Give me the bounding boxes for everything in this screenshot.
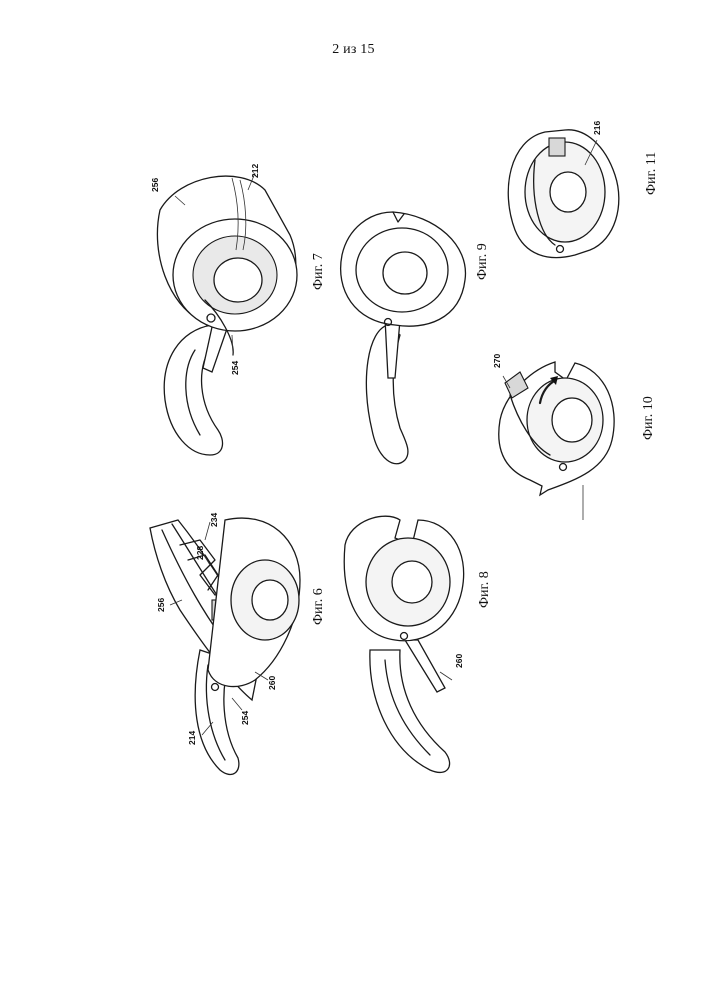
fig6-label-256: 256: [156, 598, 166, 612]
fig6-label-234: 234: [209, 513, 219, 527]
fig7-label-254: 254: [230, 361, 240, 375]
fig10-label-270: 270: [492, 354, 502, 368]
figure-11-drawing: [508, 130, 619, 258]
figure-9-drawing: [341, 212, 466, 464]
fig6-caption: Фиг. 6: [311, 588, 326, 625]
fig6-label-254: 254: [240, 711, 250, 725]
fig9-caption: Фиг. 9: [475, 243, 490, 280]
figure-10-drawing: [499, 362, 614, 520]
figure-7-drawing: [157, 173, 297, 455]
figure-6-drawing: [150, 518, 300, 774]
fig7-caption: Фиг. 7: [311, 253, 326, 290]
fig11-caption: Фиг. 11: [644, 152, 659, 195]
fig6-label-214: 214: [187, 731, 197, 745]
fig8-caption: Фиг. 8: [477, 571, 492, 608]
fig7-label-256: 256: [150, 178, 160, 192]
figure-8-drawing: [344, 516, 463, 772]
fig8-label-260: 260: [454, 654, 464, 668]
fig11-label-216: 216: [592, 121, 602, 135]
fig7-label-212: 212: [250, 164, 260, 178]
fig6-label-260: 260: [267, 676, 277, 690]
fig10-caption: Фиг. 10: [641, 396, 656, 440]
fig6-label-228: 228: [195, 546, 205, 560]
